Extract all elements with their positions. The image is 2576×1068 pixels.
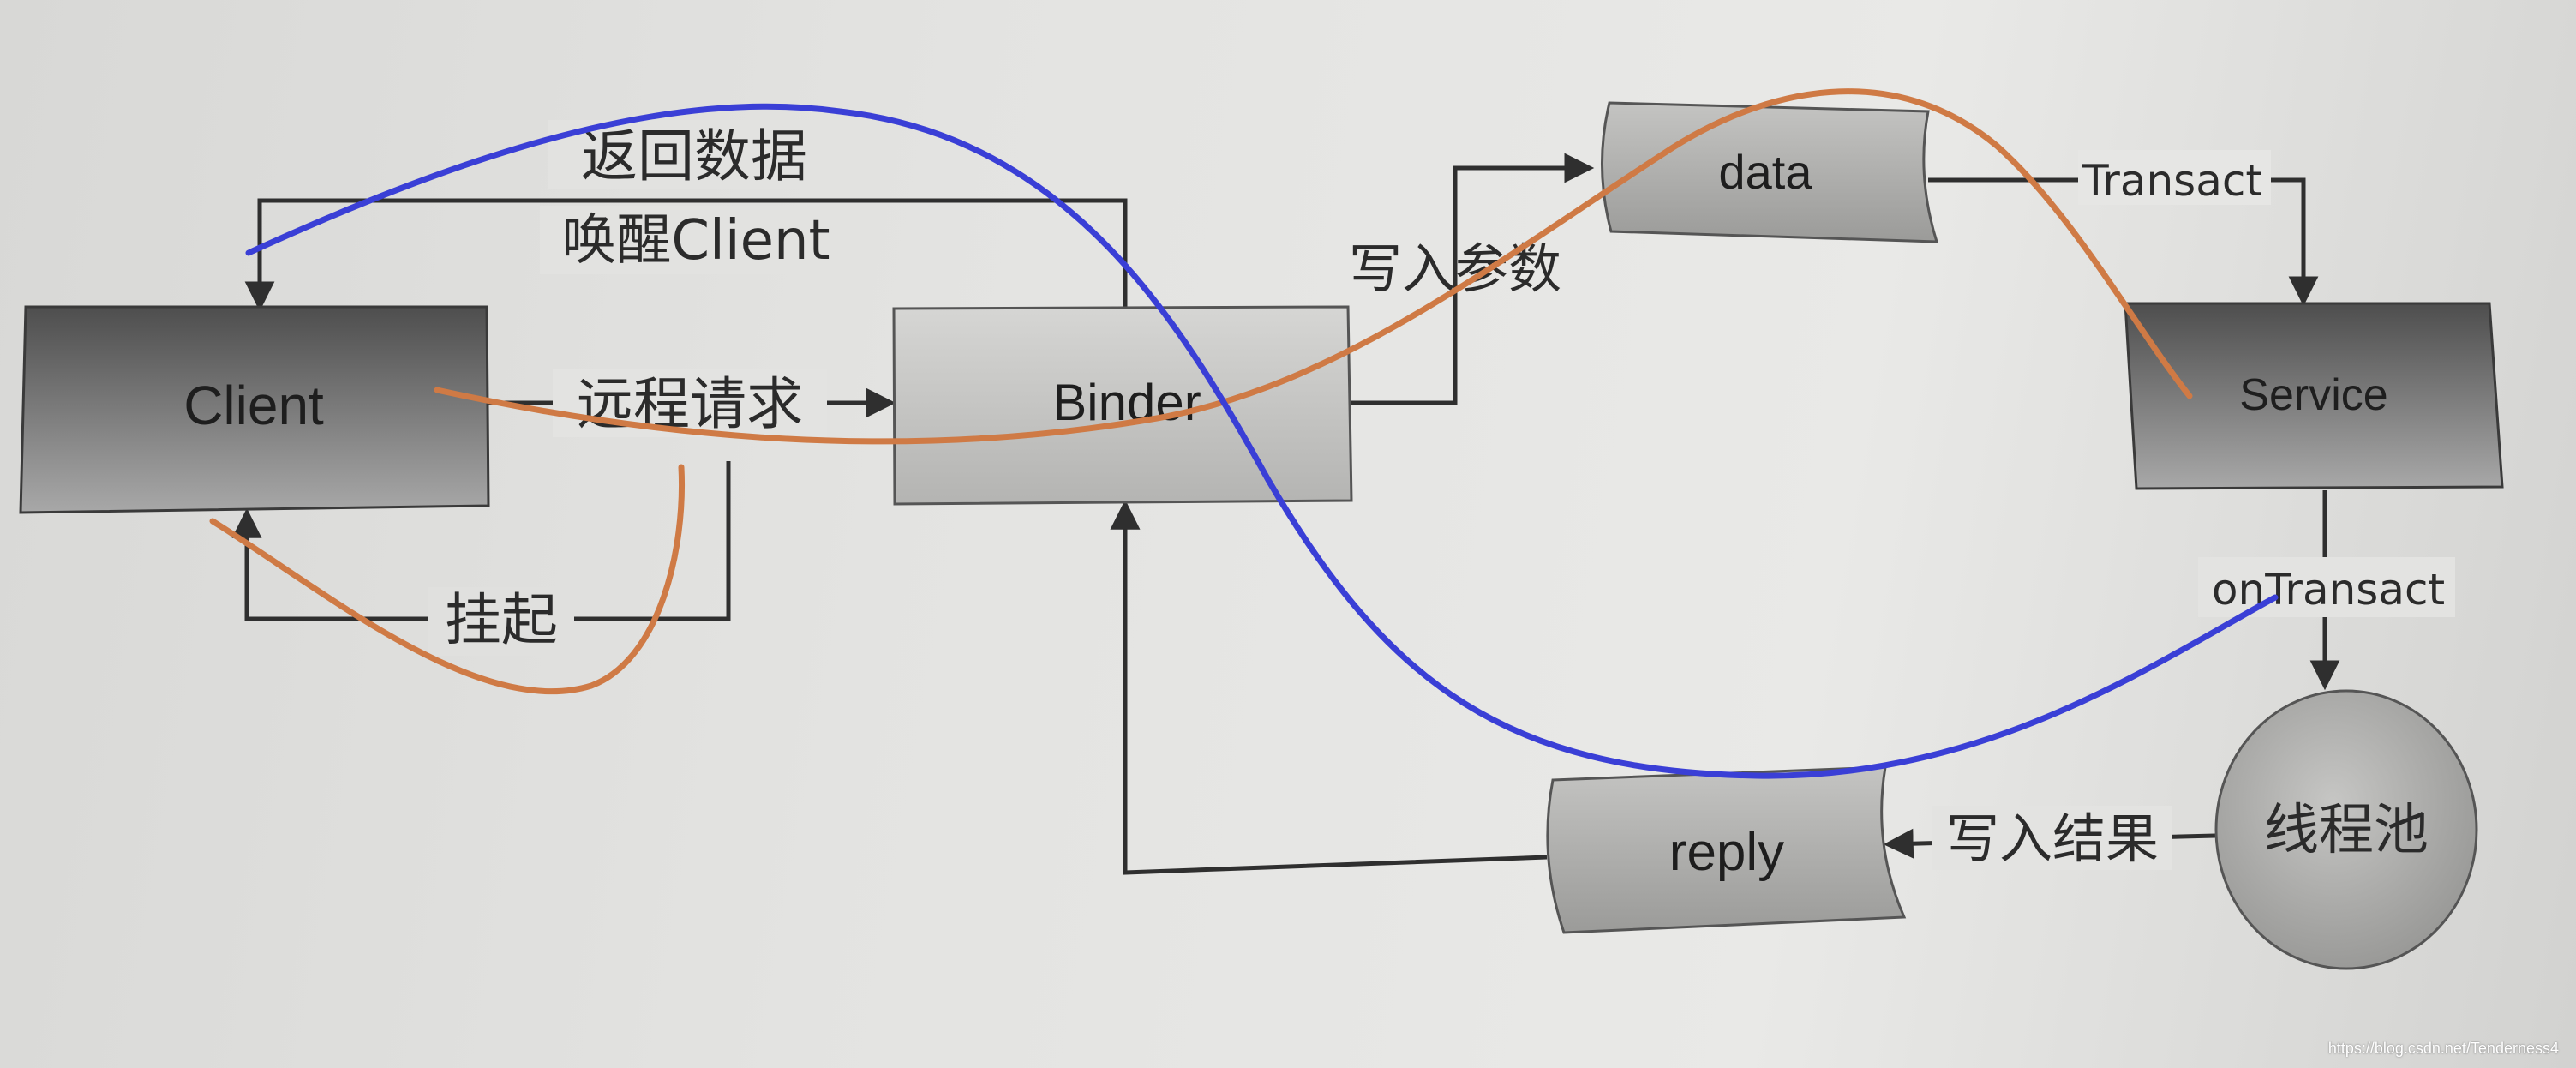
label-return-data: 返回数据 (581, 123, 807, 189)
client-label: Client (183, 375, 324, 436)
data-node: data (1600, 101, 1939, 243)
binder-node: Binder (892, 305, 1353, 506)
edge-return-data (244, 198, 1128, 312)
service-label: Service (2239, 370, 2387, 420)
service-node: Service (2124, 302, 2504, 490)
label-on-transact: onTransact (2212, 565, 2445, 615)
label-wake-client: 唤醒Client (561, 209, 830, 273)
handdrawn-annotations (209, 88, 2279, 779)
client-node: Client (19, 305, 490, 514)
data-label: data (1719, 145, 1813, 199)
edge-labels: 返回数据 唤醒Client 远程请求 挂起 写入参数 Transact onTr… (428, 120, 2455, 870)
watermark: https://blog.csdn.net/Tenderness4 (2327, 1040, 2559, 1057)
thread-pool-node: 线程池 (2214, 689, 2478, 970)
edge-reply-to-binder (1110, 499, 1548, 875)
reply-node: reply (1546, 765, 1907, 934)
blue-return-stroke (245, 103, 2279, 779)
edge-write-params (1350, 153, 1595, 405)
label-remote-request: 远程请求 (577, 371, 803, 437)
orange-request-stroke (434, 88, 2193, 445)
thread-pool-label: 线程池 (2264, 799, 2429, 862)
label-write-result: 写入结果 (1946, 807, 2159, 870)
reply-label: reply (1669, 823, 1784, 882)
label-suspend: 挂起 (445, 587, 558, 653)
label-transact: Transact (2082, 156, 2262, 206)
edge-transact (1928, 177, 2319, 307)
orange-suspend-stroke (209, 464, 686, 695)
